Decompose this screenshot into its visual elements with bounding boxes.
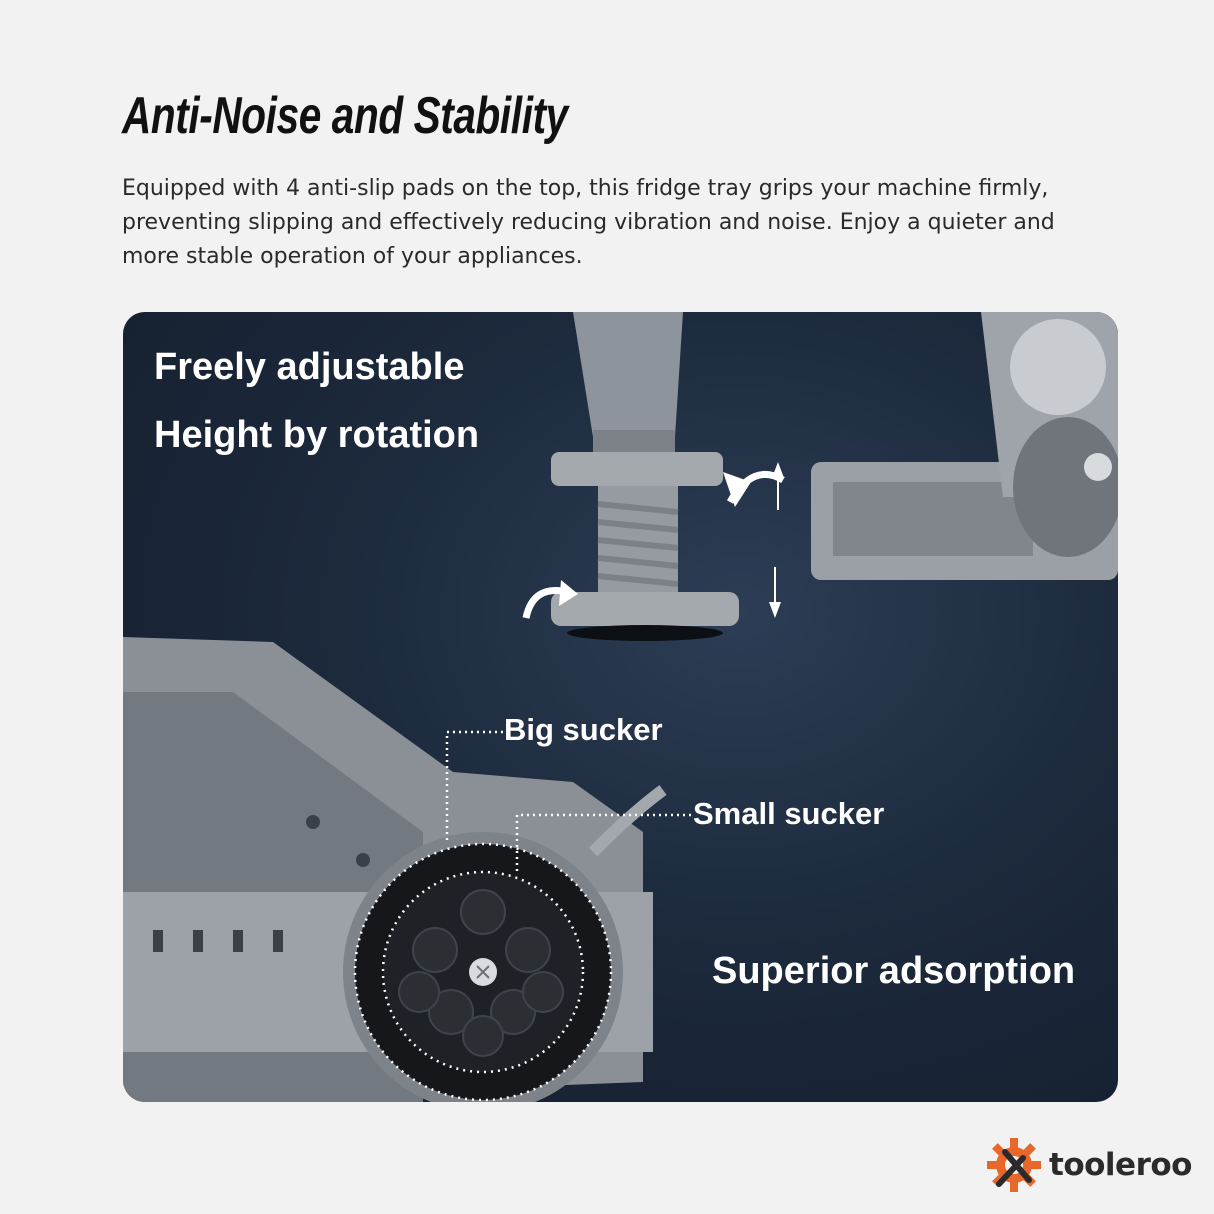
product-illustration (123, 312, 1118, 1102)
page-title: Anti-Noise and Stability (122, 87, 568, 145)
adjustable-foot-illustration (522, 312, 785, 641)
adsorption-label: Superior adsorption (712, 950, 1076, 992)
brand-name: tooleroo (1049, 1147, 1192, 1183)
description-text: Equipped with 4 anti-slip pads on the to… (122, 176, 1055, 269)
small-sucker-label: Small sucker (693, 796, 885, 831)
gear-wrench-icon (987, 1138, 1041, 1192)
freely-adjustable-label: Freely adjustable (154, 346, 465, 388)
callout-lines (445, 730, 691, 872)
brand-logo: tooleroo (985, 1135, 1192, 1195)
product-image-panel: Freely adjustable Height by rotation Big… (123, 312, 1118, 1102)
suction-cup-illustration (343, 832, 623, 1102)
height-rotation-label: Height by rotation (154, 414, 480, 456)
big-sucker-label: Big sucker (504, 712, 663, 747)
caster-wheel-illustration (811, 312, 1118, 580)
